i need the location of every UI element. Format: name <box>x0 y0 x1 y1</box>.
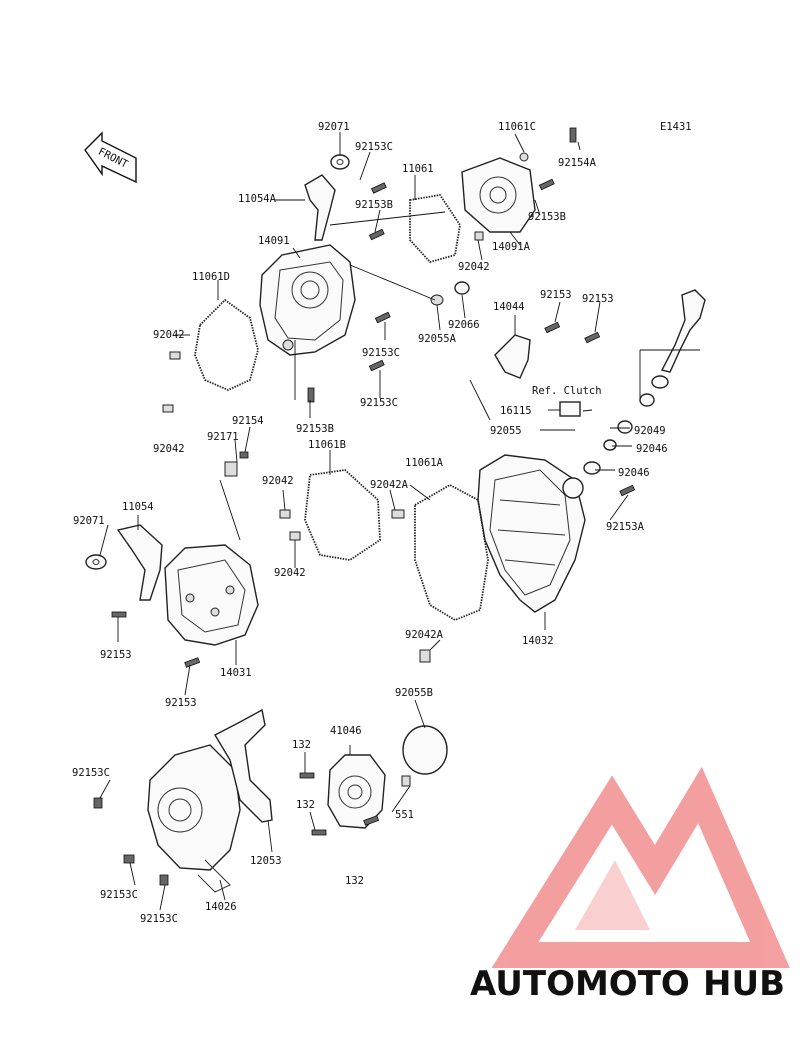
cover-14026 <box>147 744 241 893</box>
gasket-11061d <box>194 298 259 391</box>
label-92153-left: 92153 <box>100 649 132 661</box>
label-92042a: 92042A <box>370 479 409 491</box>
bracket-11054 <box>116 524 163 601</box>
label-92153-a: 92153 <box>540 289 572 301</box>
label-92153c-b3: 92153C <box>140 913 178 925</box>
label-92042a-b: 92042A <box>405 629 444 641</box>
label-92153c-b2: 92153C <box>100 889 138 901</box>
label-92153c-bot: 92153C <box>72 767 110 779</box>
label-92042-l2: 92042 <box>153 443 185 455</box>
leaders-top <box>175 132 581 418</box>
watermark-text: AUTOMOTO HUB <box>470 964 785 1004</box>
washer-92071-left <box>85 554 107 570</box>
label-92042-d: 92042 <box>274 567 306 579</box>
label-132-c: 132 <box>345 875 364 887</box>
watermark-part1: AUTOMOTO <box>470 964 690 1004</box>
label-14044: 14044 <box>493 301 525 313</box>
watermark-logo <box>491 766 790 968</box>
label-11061b: 11061B <box>308 439 346 451</box>
label-11054a: 11054A <box>238 193 277 205</box>
label-92153b-top: 92153B <box>355 199 393 211</box>
label-92055: 92055 <box>490 425 522 437</box>
gasket-11061b <box>304 469 381 561</box>
label-92071-left: 92071 <box>73 515 105 527</box>
label-132-a: 132 <box>292 739 311 751</box>
gasket-11061 <box>409 194 461 264</box>
label-92042-left: 92042 <box>153 329 185 341</box>
label-41046: 41046 <box>330 725 362 737</box>
label-14031: 14031 <box>220 667 252 679</box>
label-11061d: 11061D <box>192 271 230 283</box>
label-11054: 11054 <box>122 501 154 513</box>
pump-41046 <box>327 754 386 829</box>
label-14026: 14026 <box>205 901 237 913</box>
cover-14091a <box>461 157 536 233</box>
guard-12053 <box>214 708 273 823</box>
lever-14044 <box>494 321 601 379</box>
bracket-11054a <box>304 174 336 241</box>
label-14091: 14091 <box>258 235 290 247</box>
label-92042-top: 92042 <box>458 261 490 273</box>
label-92153-bot: 92153 <box>165 697 197 709</box>
leaders-mid-left <box>99 426 331 696</box>
label-132-b: 132 <box>296 799 315 811</box>
gasket-11061a <box>414 483 489 622</box>
clutch-cover-14032 <box>477 454 586 613</box>
diagram-code: E1431 <box>660 121 692 133</box>
label-92153c-top: 92153C <box>355 141 393 153</box>
label-14091a: 14091A <box>492 241 531 253</box>
label-92046-b: 92046 <box>618 467 650 479</box>
watermark-part2: HUB <box>703 964 785 1004</box>
label-92042-c: 92042 <box>262 475 294 487</box>
top-bolts <box>162 127 577 413</box>
cover-14031 <box>164 544 259 646</box>
label-551: 551 <box>395 809 414 821</box>
label-92153a: 92153A <box>606 521 645 533</box>
label-12053: 12053 <box>250 855 282 867</box>
bottom-bolts <box>93 772 380 886</box>
label-11061a: 11061A <box>405 457 444 469</box>
label-92153b-mid: 92153B <box>296 423 334 435</box>
label-92049: 92049 <box>634 425 666 437</box>
label-92153c-mid: 92153C <box>362 347 400 359</box>
oring-92055b <box>401 725 448 787</box>
cover-14091 <box>259 244 356 356</box>
label-14032: 14032 <box>522 635 554 647</box>
leaders-mid-right <box>389 301 632 651</box>
part-labels: 92071 92153C 11061C 11061 92154A 11054A … <box>72 121 668 925</box>
plug-16115 <box>548 401 581 417</box>
label-92154a: 92154A <box>558 157 597 169</box>
label-92171: 92171 <box>207 431 239 443</box>
label-92153b-right: 92153B <box>528 211 566 223</box>
label-92066: 92066 <box>448 319 480 331</box>
label-92071-top: 92071 <box>318 121 350 133</box>
label-92055a: 92055A <box>418 333 457 345</box>
label-11061c: 11061C <box>498 121 536 133</box>
leaders-bottom <box>99 699 426 911</box>
label-92154: 92154 <box>232 415 264 427</box>
clutch-pins <box>391 484 636 663</box>
front-arrow-icon: FRONT <box>84 131 137 184</box>
label-92153-b: 92153 <box>582 293 614 305</box>
label-ref-clutch: Ref. Clutch <box>532 385 602 397</box>
label-92046-a: 92046 <box>636 443 668 455</box>
label-92055b: 92055B <box>395 687 433 699</box>
clutch-lever-assembly <box>583 289 706 475</box>
label-16115: 16115 <box>500 405 532 417</box>
washer-92071-top <box>330 154 350 170</box>
label-92153c-mid2: 92153C <box>360 397 398 409</box>
label-11061-top: 11061 <box>402 163 434 175</box>
